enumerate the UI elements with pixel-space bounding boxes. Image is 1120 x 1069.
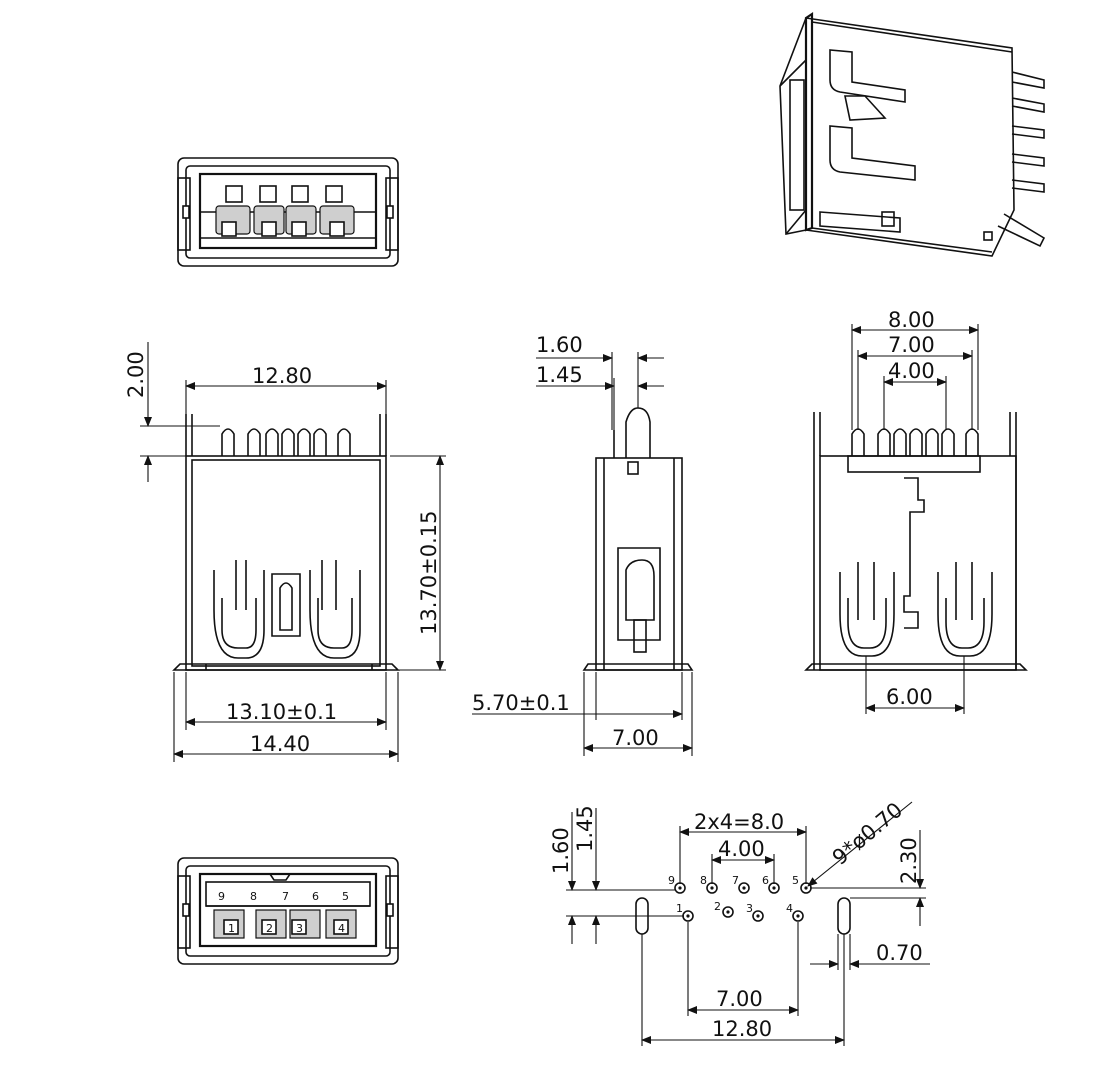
fp-pin-label-7: 7 bbox=[732, 874, 739, 887]
fp-pin-label-6: 6 bbox=[762, 874, 769, 887]
pin-label-4: 4 bbox=[338, 922, 345, 935]
side-view-dimensions: 1.60 1.45 5.70±0.1 7.00 bbox=[472, 333, 693, 756]
pin-label-8: 8 bbox=[250, 890, 257, 903]
dim-6-00: 6.00 bbox=[886, 685, 933, 709]
dim-8-00: 8.00 bbox=[888, 308, 935, 332]
footprint-holes-bottom bbox=[682, 906, 804, 922]
pin-label-5: 5 bbox=[342, 890, 349, 903]
top-view-contacts bbox=[215, 185, 355, 237]
pcb-footprint: 9 8 7 6 5 1 2 3 4 bbox=[635, 874, 851, 935]
dim-14-40: 14.40 bbox=[250, 732, 310, 756]
dim-5-70: 5.70±0.1 bbox=[472, 691, 570, 715]
side-view bbox=[582, 407, 694, 671]
bottom-view: 9 8 7 6 5 1 2 3 4 bbox=[177, 857, 399, 965]
pin-label-6: 6 bbox=[312, 890, 319, 903]
dim-13-70: 13.70±0.15 bbox=[417, 511, 441, 635]
pin-label-9: 9 bbox=[218, 890, 225, 903]
fp-pin-label-8: 8 bbox=[700, 874, 707, 887]
footprint-holes-top bbox=[674, 882, 812, 894]
dim-12-80: 12.80 bbox=[252, 364, 312, 388]
rear-view-dimensions: 8.00 7.00 4.00 6.00 bbox=[851, 308, 979, 714]
dim-7-00-rear: 7.00 bbox=[888, 333, 935, 357]
pin-label-7: 7 bbox=[282, 890, 289, 903]
dim-2x4: 2x4=8.0 bbox=[694, 810, 784, 834]
front-view-pins bbox=[221, 428, 351, 456]
dim-7-00-fp: 7.00 bbox=[716, 987, 763, 1011]
dim-0-70: 0.70 bbox=[876, 941, 923, 965]
pin-label-2: 2 bbox=[266, 922, 273, 935]
dim-4-00-fp: 4.00 bbox=[718, 837, 765, 861]
fp-pin-label-1: 1 bbox=[676, 902, 683, 915]
fp-pin-label-4: 4 bbox=[786, 902, 793, 915]
front-view-dimensions: 12.80 2.00 13.70±0.15 13.10±0.1 14.40 bbox=[124, 342, 446, 762]
pin-label-3: 3 bbox=[296, 922, 303, 935]
rear-view-pins bbox=[851, 428, 979, 456]
dim-7-00-side: 7.00 bbox=[612, 726, 659, 750]
dim-13-10: 13.10±0.1 bbox=[226, 700, 337, 724]
fp-pin-label-3: 3 bbox=[746, 902, 753, 915]
dim-2-00: 2.00 bbox=[124, 351, 148, 398]
dim-4-00-rear: 4.00 bbox=[888, 359, 935, 383]
pin-label-1: 1 bbox=[228, 922, 235, 935]
bottom-view-pin-labels-bottom: 1 2 3 4 bbox=[228, 922, 345, 935]
fp-pin-label-2: 2 bbox=[714, 900, 721, 913]
rear-view bbox=[804, 412, 1028, 671]
fp-pin-label-5: 5 bbox=[792, 874, 799, 887]
dim-1-60: 1.60 bbox=[536, 333, 583, 357]
footprint-pin-labels: 9 8 7 6 5 1 2 3 4 bbox=[668, 874, 799, 915]
fp-pin-label-9: 9 bbox=[668, 874, 675, 887]
dim-1-45-fp: 1.45 bbox=[573, 805, 597, 852]
front-view bbox=[172, 414, 400, 671]
bottom-view-pin-labels-top: 9 8 7 6 5 bbox=[218, 890, 349, 903]
top-view bbox=[177, 157, 399, 267]
dim-12-80-fp: 12.80 bbox=[712, 1017, 772, 1041]
dim-1-60-fp: 1.60 bbox=[549, 827, 573, 874]
dim-2-30: 2.30 bbox=[897, 837, 921, 884]
dim-hole: 9*ø0.70 bbox=[828, 798, 907, 870]
footprint-dimensions: 2x4=8.0 4.00 9*ø0.70 1.60 1.45 2.30 0.70… bbox=[549, 798, 930, 1046]
isometric-view bbox=[779, 11, 1046, 257]
dim-1-45: 1.45 bbox=[536, 363, 583, 387]
